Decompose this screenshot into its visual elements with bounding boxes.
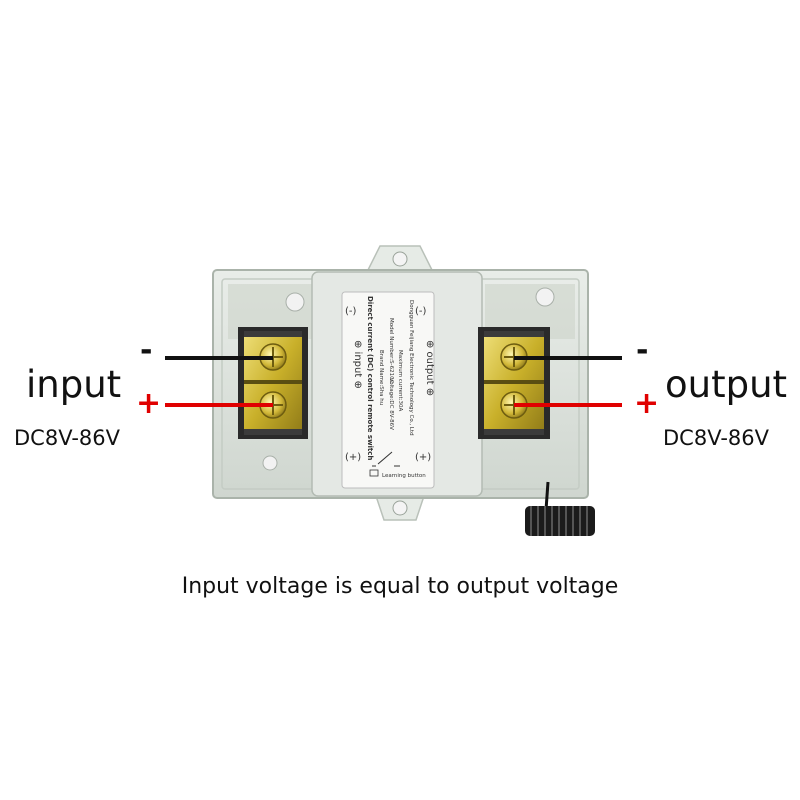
- label-terminal-minus: (-): [345, 306, 357, 317]
- input-title: input: [26, 363, 122, 406]
- device-label-text: (-) (-) (+) (+) ⊕ input ⊕ ⊕ output ⊕ Dir…: [345, 296, 435, 479]
- diagram-caption: Input voltage is equal to output voltage: [181, 574, 619, 599]
- label-line-voltage: voltage:DC 8V-86V: [388, 378, 394, 430]
- output-minus-sign: -: [636, 333, 649, 368]
- antenna-icon: [525, 481, 595, 536]
- learning-button-icon: [369, 469, 379, 477]
- input-voltage: DC8V-86V: [14, 426, 120, 450]
- output-voltage: DC8V-86V: [663, 426, 769, 450]
- input-plus-sign: +: [136, 386, 162, 421]
- label-terminal-plus-right: (+): [415, 452, 431, 463]
- output-plus-sign: +: [634, 386, 660, 421]
- top-mounting-hole: [392, 251, 408, 267]
- device-label-sticker: [341, 291, 435, 489]
- label-input-text: ⊕ input ⊕: [352, 340, 363, 389]
- input-terminal-block: [238, 327, 308, 439]
- label-learning-button: Learning button: [382, 473, 426, 479]
- label-output-text: ⊕ output ⊕: [424, 340, 435, 396]
- label-line-current: Maximum current:30A: [397, 350, 403, 412]
- label-terminal-minus-right: (-): [415, 306, 427, 317]
- output-title: output: [665, 363, 788, 406]
- label-line-brand: Brand Name:Sha hu: [378, 350, 384, 405]
- output-terminal-block: [478, 327, 550, 439]
- label-terminal-plus: (+): [345, 452, 361, 463]
- bottom-mounting-hole: [392, 500, 408, 516]
- input-minus-sign: -: [140, 333, 153, 368]
- label-line-company: Dongguan Feijiang Electronic Technology …: [408, 300, 414, 436]
- label-line-model: Model Number:S-6210C: [388, 318, 394, 384]
- switch-symbol: [372, 451, 400, 467]
- screw-hole-bottom-left: [262, 455, 278, 471]
- screw-hole-top-left: [285, 292, 305, 312]
- label-line-title: Direct current (DC) control remote switc…: [366, 296, 374, 460]
- screw-hole-top-right: [535, 287, 555, 307]
